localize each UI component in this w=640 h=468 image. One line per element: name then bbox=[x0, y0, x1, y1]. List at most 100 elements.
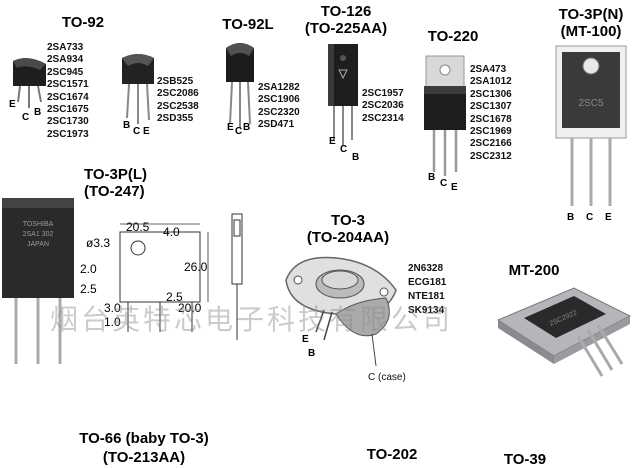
watermark-text: 烟台英特芯电子科技有限公司 bbox=[50, 303, 454, 336]
to3pn-title: TO-3P(N) (MT-100) bbox=[548, 6, 634, 40]
to3pl-title-line2: (TO-247) bbox=[84, 183, 145, 200]
part-number: NTE181 bbox=[408, 291, 445, 302]
mt200-title: MT-200 bbox=[508, 262, 560, 279]
dim-label: 3.0 bbox=[104, 301, 121, 315]
dim-label: ø3.3 bbox=[86, 236, 111, 250]
to3pl-title: TO-3P(L) (TO-247) bbox=[84, 166, 164, 200]
to92b-pin-b: B bbox=[123, 120, 131, 131]
to92l-pin-c: C bbox=[235, 126, 243, 137]
part-number: 2SC2312 bbox=[470, 150, 512, 162]
part-number: 2SC1973 bbox=[47, 128, 89, 140]
part-number: 2SA733 bbox=[47, 42, 84, 53]
to92-pin-b: B bbox=[34, 107, 42, 118]
part-number: SK9134 bbox=[408, 305, 445, 316]
to3pn-pin-b: B bbox=[567, 212, 575, 223]
to92b-image bbox=[122, 54, 154, 124]
to126-pin-b: B bbox=[352, 152, 360, 163]
to92l-pin-b: B bbox=[243, 122, 251, 133]
dim-label: 20.5 bbox=[126, 220, 150, 234]
part-number: 2SB525 bbox=[157, 76, 194, 87]
side-profile-drawing bbox=[231, 213, 243, 340]
to92l-parts-list: 2SA1282 2SC1906 2SC2320 2SD471 bbox=[258, 82, 300, 132]
to92l-title: TO-92L bbox=[222, 16, 274, 33]
part-number: 2SC1730 bbox=[47, 116, 89, 128]
to92l-image bbox=[226, 43, 254, 128]
to92l-pin-e: E bbox=[227, 122, 234, 133]
to220-pin-e: E bbox=[451, 182, 458, 193]
to126-image bbox=[328, 44, 358, 146]
to92b-pin-e: E bbox=[143, 126, 150, 137]
part-number: 2SC2538 bbox=[157, 100, 199, 112]
to66-title-line1: TO-66 (baby TO-3) bbox=[79, 430, 209, 447]
to3-pin-e: E bbox=[302, 334, 309, 345]
part-number: 2SC2314 bbox=[362, 112, 404, 124]
to92b-pin-c: C bbox=[133, 126, 141, 137]
part-number: 2SC1307 bbox=[470, 101, 512, 113]
part-number: 2SC1306 bbox=[470, 88, 512, 100]
to92-parts-list: 2SA733 2SA934 2SC945 2SC1571 2SC1674 2SC… bbox=[47, 42, 89, 141]
to202-title: TO-202 bbox=[366, 446, 418, 463]
part-number: 2SC1678 bbox=[470, 113, 512, 125]
dim-label: 2.5 bbox=[166, 290, 183, 304]
to3pn-title-line2: (MT-100) bbox=[560, 23, 622, 40]
dimension-drawing bbox=[119, 223, 209, 332]
part-number: 2SC2086 bbox=[157, 88, 199, 100]
part-number: 2SA1282 bbox=[258, 82, 300, 93]
to3pn-pin-c: C bbox=[586, 212, 594, 223]
to220-pin-c: C bbox=[440, 178, 448, 189]
part-number: 2SC1571 bbox=[47, 79, 89, 91]
to3pl-marking-3: JAPAN bbox=[27, 241, 49, 248]
to66-title: TO-66 (baby TO-3) (TO-213AA) bbox=[64, 430, 224, 466]
part-number: 2SC2320 bbox=[258, 106, 300, 118]
to66-title-line2: (TO-213AA) bbox=[102, 449, 186, 466]
mt200-image: 2SC2922 bbox=[496, 287, 632, 377]
to3pl-image: TOSHIBA 2SA1 302 JAPAN bbox=[2, 198, 74, 364]
to3pn-marking: 2SC5 bbox=[578, 98, 603, 109]
dim-label: 2.5 bbox=[80, 282, 97, 296]
part-number: 2N6328 bbox=[408, 263, 444, 274]
part-number: 2SD355 bbox=[157, 113, 194, 125]
part-number: ECG181 bbox=[408, 277, 447, 288]
dim-label: 4.0 bbox=[163, 225, 180, 239]
part-number: 2SC1674 bbox=[47, 91, 89, 103]
to92-pin-c: C bbox=[22, 112, 30, 123]
dim-label: 1.0 bbox=[104, 315, 121, 329]
dim-label: 2.0 bbox=[80, 262, 97, 276]
to39-title: TO-39 bbox=[503, 451, 547, 468]
to3pn-pin-e: E bbox=[605, 212, 612, 223]
to3-title: TO-3 (TO-204AA) bbox=[302, 212, 394, 246]
to220-title: TO-220 bbox=[427, 28, 479, 45]
dim-label: 20.0 bbox=[178, 301, 202, 315]
to3pl-title-line1: TO-3P(L) bbox=[84, 166, 148, 183]
to220-pin-b: B bbox=[428, 172, 436, 183]
part-number: 2SC2166 bbox=[470, 138, 512, 150]
to3pl-marking-2: 2SA1 302 bbox=[23, 231, 54, 238]
to126-pin-c: C bbox=[340, 144, 348, 155]
part-number: 2SA1012 bbox=[470, 76, 512, 88]
part-number: 2SA473 bbox=[470, 64, 507, 75]
part-number: 2SD471 bbox=[258, 119, 295, 131]
to92-pin-e: E bbox=[9, 99, 16, 110]
to92-title: TO-92 bbox=[61, 14, 105, 31]
to3pn-image: 2SC5 bbox=[555, 45, 627, 206]
part-number: 2SC2036 bbox=[362, 100, 404, 112]
to126-title-line2: (TO-225AA) bbox=[304, 20, 388, 37]
to92-image bbox=[13, 58, 46, 108]
to126-title: TO-126 (TO-225AA) bbox=[300, 3, 392, 37]
to3-parts-list: 2N6328 ECG181 NTE181 SK9134 bbox=[408, 262, 446, 318]
to220-parts-list: 2SA473 2SA1012 2SC1306 2SC1307 2SC1678 2… bbox=[470, 64, 512, 163]
to220-image bbox=[424, 55, 466, 176]
part-number: 2SC945 bbox=[47, 66, 84, 78]
part-number: 2SC1969 bbox=[470, 126, 512, 138]
to3pl-marking-1: TOSHIBA bbox=[23, 221, 54, 228]
part-number: 2SC1906 bbox=[258, 94, 300, 106]
to126-title-line1: TO-126 bbox=[320, 3, 372, 20]
part-number: 2SC1957 bbox=[362, 88, 404, 99]
to3-title-line2: (TO-204AA) bbox=[306, 229, 390, 246]
to92b-parts-list: 2SB525 2SC2086 2SC2538 2SD355 bbox=[157, 76, 199, 126]
dim-label: 26.0 bbox=[184, 260, 208, 274]
part-number: 2SA934 bbox=[47, 54, 84, 66]
to3pn-title-line1: TO-3P(N) bbox=[558, 6, 624, 23]
to126-pin-e: E bbox=[329, 136, 336, 147]
to3-title-line1: TO-3 bbox=[331, 212, 365, 229]
